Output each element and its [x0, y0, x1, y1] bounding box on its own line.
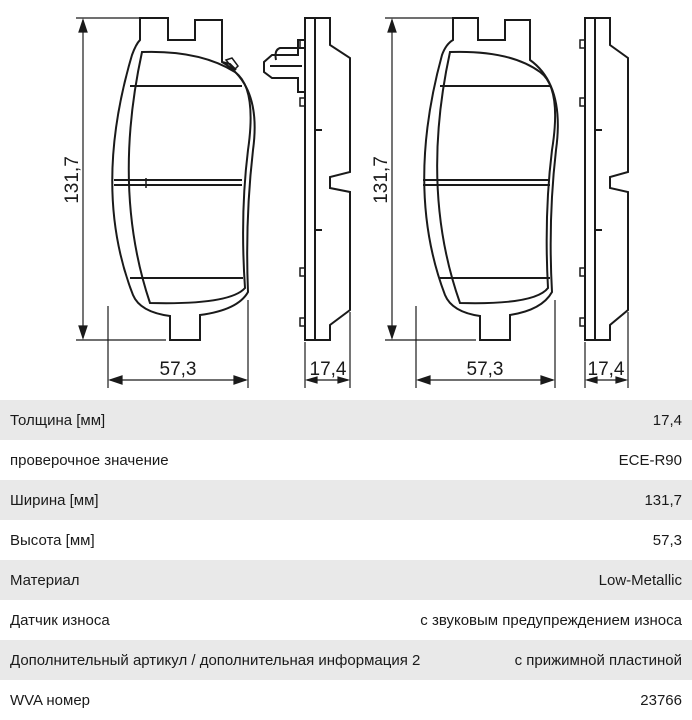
spec-value: 23766	[640, 691, 682, 709]
left-width-dimension	[107, 300, 249, 388]
spec-row-thickness: Толщина [мм] 17,4	[0, 400, 692, 440]
right-width-dimension	[415, 300, 556, 388]
technical-drawing: 131,7 57,3	[62, 17, 629, 388]
spec-row-test-value: проверочное значение ECE-R90	[0, 440, 692, 480]
right-thickness-dimension	[584, 312, 629, 388]
right-height-dimension	[385, 17, 476, 341]
spec-value: ECE-R90	[618, 451, 682, 469]
spec-value: 17,4	[652, 411, 682, 429]
right-thickness-label: 17,4	[588, 359, 625, 380]
left-thickness-label: 17,4	[310, 359, 347, 380]
spec-value: с звуковым предупреждением износа	[420, 611, 682, 629]
specs-table: Толщина [мм] 17,4 проверочное значение E…	[0, 400, 692, 720]
right-pad-side-view	[579, 17, 629, 341]
spec-label: WVA номер	[10, 691, 91, 709]
spec-row-additional-info: Дополнительный артикул / дополнительная …	[0, 640, 692, 680]
spec-label: проверочное значение	[10, 451, 169, 469]
spec-label: Толщина [мм]	[10, 411, 106, 429]
left-pad-front-view	[111, 17, 256, 341]
left-width-label: 57,3	[160, 359, 197, 380]
spec-value: Low-Metallic	[598, 571, 682, 589]
spec-label: Материал	[10, 571, 80, 589]
spec-row-width: Ширина [мм] 131,7	[0, 480, 692, 520]
left-thickness-dimension	[304, 312, 351, 388]
right-pad-front-view	[423, 17, 559, 341]
spec-row-wva-number: WVA номер 23766	[0, 680, 692, 720]
spec-label: Датчик износа	[10, 611, 110, 629]
right-width-label: 57,3	[467, 359, 504, 380]
spec-label: Ширина [мм]	[10, 491, 99, 509]
left-pad-side-view	[263, 17, 351, 341]
spec-value: 131,7	[644, 491, 682, 509]
spec-row-height: Высота [мм] 57,3	[0, 520, 692, 560]
spec-row-wear-sensor: Датчик износа с звуковым предупреждением…	[0, 600, 692, 640]
spec-value: с прижимной пластиной	[514, 651, 682, 669]
spec-label: Высота [мм]	[10, 531, 95, 549]
spec-value: 57,3	[652, 531, 682, 549]
spec-label: Дополнительный артикул / дополнительная …	[10, 651, 421, 669]
left-height-label: 131,7	[62, 156, 83, 204]
left-height-dimension	[76, 17, 166, 341]
spec-row-material: Материал Low-Metallic	[0, 560, 692, 600]
right-height-label: 131,7	[371, 156, 392, 204]
